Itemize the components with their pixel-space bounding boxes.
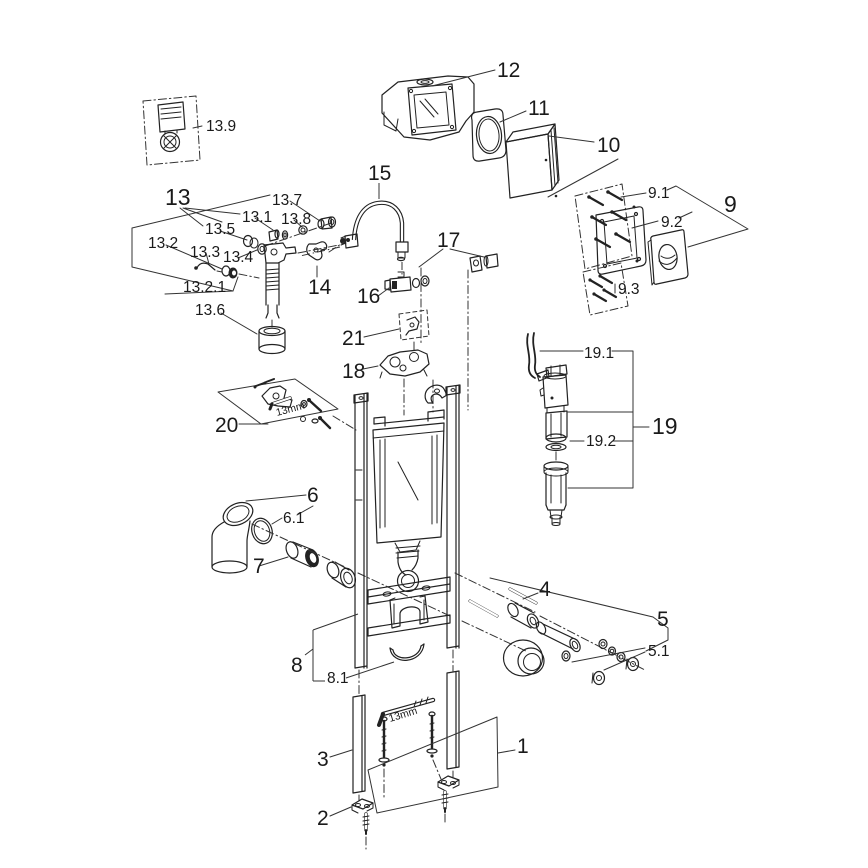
labels: 12 11 10 15 13.9 13 13.7 13.1 13.8 13.5 … (148, 59, 737, 830)
part-5-pipe (535, 621, 581, 653)
label-13-5: 13.5 (205, 221, 235, 238)
part-13-8-nut (298, 225, 308, 235)
frame-assembly (353, 384, 461, 696)
label-19: 19 (652, 413, 678, 439)
part-5-cup (502, 639, 545, 677)
part-20-wall-bracket-set (217, 378, 357, 431)
label-6: 6 (307, 484, 319, 507)
flush-elbow-outlet (395, 545, 421, 593)
label-3: 3 (317, 748, 329, 771)
part-8-leaders (304, 613, 395, 682)
part-6-7-connector-set (211, 494, 529, 653)
part-9-3-screws (582, 262, 629, 316)
label-13-4: 13.4 (223, 249, 254, 266)
label-21: 21 (342, 327, 365, 350)
label-13-6: 13.6 (195, 302, 225, 319)
label-19-1: 19.1 (584, 345, 614, 362)
part-19-discharge-valve (526, 332, 650, 526)
foot-plate-left (351, 798, 374, 814)
part-13-7-fitting (317, 216, 337, 230)
cistern-tank (372, 409, 445, 553)
label-16: 16 (357, 285, 380, 308)
label-8: 8 (291, 654, 303, 677)
label-13: 13 (165, 184, 191, 210)
label-9: 9 (724, 191, 737, 217)
label-15: 15 (368, 162, 391, 185)
pipe-holder-bracket (389, 595, 429, 629)
part-10-insulation-block (505, 123, 619, 199)
part-16-t-fitting (377, 271, 430, 297)
legs-and-feet (329, 670, 516, 850)
fixing-screw-right (426, 711, 442, 780)
part-13-3-clip (194, 262, 216, 271)
part-6-1-seal-ring (251, 517, 273, 545)
part-13-6-cup (258, 325, 286, 355)
label-13-2-1: 13.2.1 (183, 279, 226, 296)
anchor-bolt-right (441, 790, 449, 825)
foot-plate-right (437, 775, 460, 791)
part-13-5-grommet (242, 234, 259, 249)
label-13-9: 13.9 (206, 118, 236, 135)
part-9-group (574, 183, 749, 316)
part-13-2-bushing (221, 265, 238, 279)
label-13-2: 13.2 (148, 235, 178, 252)
label-8-1: 8.1 (327, 670, 349, 687)
label-14: 14 (308, 276, 332, 299)
saddle-clamp (389, 643, 425, 661)
part-4-5-connection-set (454, 572, 669, 686)
label-18: 18 (342, 360, 365, 383)
part-9-1-screws (587, 190, 639, 263)
label-10: 10 (597, 134, 620, 157)
label-4: 4 (539, 578, 551, 601)
label-13-3: 13.3 (190, 244, 220, 261)
label-1: 1 (517, 735, 529, 758)
label-9-2: 9.2 (661, 214, 683, 231)
part-13-fill-valve-group (131, 194, 340, 355)
label-13-1: 13.1 (242, 209, 272, 226)
label-5-1: 5.1 (648, 643, 670, 660)
allen-key (377, 696, 436, 727)
part-13-valve-body (263, 242, 297, 319)
label-20: 20 (215, 414, 238, 437)
part-7-sleeve (285, 541, 319, 568)
label-9-1: 9.1 (648, 185, 670, 202)
part-9-actuation-plate (647, 229, 689, 286)
part-13-9-service-kit (142, 95, 203, 166)
label-12: 12 (497, 59, 520, 82)
part-15-flex-hose (299, 183, 409, 276)
label-6-1: 6.1 (283, 510, 305, 527)
label-13-7: 13.7 (272, 192, 302, 209)
part-9-2-frame (595, 206, 647, 275)
label-5: 5 (657, 608, 669, 631)
label-7: 7 (253, 555, 265, 578)
label-13-8: 13.8 (281, 211, 311, 228)
part-6-elbow (211, 501, 254, 574)
part-14-bracket (306, 238, 350, 278)
frame-hanger-hook (424, 384, 448, 404)
label-2: 2 (317, 807, 329, 830)
label-11: 11 (528, 97, 550, 120)
part-12-cover-box (381, 69, 496, 141)
label-17: 17 (437, 229, 460, 252)
label-9-3: 9.3 (618, 281, 640, 298)
part-18-flush-bend-unit (362, 349, 434, 416)
anchor-bolt-left (362, 812, 370, 850)
label-19-2: 19.2 (586, 433, 616, 450)
